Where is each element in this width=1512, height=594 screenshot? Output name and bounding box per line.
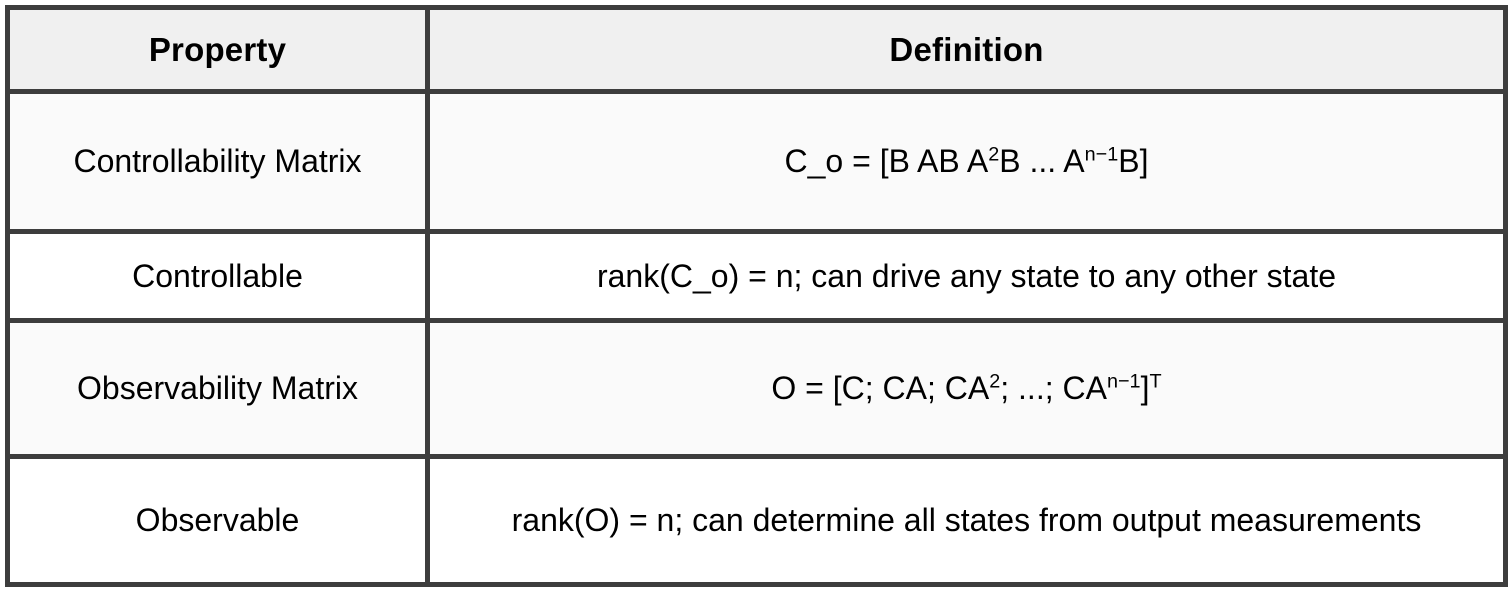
properties-table-container: Property Definition Controllability Matr… bbox=[5, 5, 1508, 587]
formula-controllability-tail: B] bbox=[1118, 143, 1149, 180]
properties-table: Property Definition Controllability Matr… bbox=[5, 5, 1508, 587]
formula-controllability-mid: B ... A bbox=[999, 143, 1085, 180]
table-row: Controllability Matrix C_o = [B AB A2B .… bbox=[5, 89, 1508, 234]
cell-property-controllable: Controllable bbox=[5, 229, 430, 323]
cell-definition-controllability-matrix: C_o = [B AB A2B ... An−1B] bbox=[425, 89, 1508, 234]
column-header-property: Property bbox=[5, 5, 430, 94]
formula-observability-sup-n-minus-1: n−1 bbox=[1106, 370, 1141, 393]
formula-controllability-lead: C_o = [B AB A bbox=[784, 143, 989, 180]
formula-observability-tail: ] bbox=[1140, 370, 1150, 407]
column-header-definition: Definition bbox=[425, 5, 1508, 94]
table-body: Controllability Matrix C_o = [B AB A2B .… bbox=[5, 89, 1508, 587]
cell-property-observability-matrix: Observability Matrix bbox=[5, 318, 430, 459]
formula-observability-sup-transpose: T bbox=[1149, 370, 1162, 393]
cell-definition-observability-matrix: O = [C; CA; CA2; ...; CAn−1]T bbox=[425, 318, 1508, 459]
table-row: Observability Matrix O = [C; CA; CA2; ..… bbox=[5, 318, 1508, 459]
formula-observability-sup-2: 2 bbox=[989, 370, 1001, 393]
cell-definition-controllable: rank(C_o) = n; can drive any state to an… bbox=[425, 229, 1508, 323]
table-row: Controllable rank(C_o) = n; can drive an… bbox=[5, 229, 1508, 323]
cell-definition-observable: rank(O) = n; can determine all states fr… bbox=[425, 454, 1508, 587]
formula-controllability-sup-2: 2 bbox=[988, 143, 1000, 166]
table-header-row: Property Definition bbox=[5, 5, 1508, 94]
formula-observability-lead: O = [C; CA; CA bbox=[771, 370, 990, 407]
cell-property-observable: Observable bbox=[5, 454, 430, 587]
table-row: Observable rank(O) = n; can determine al… bbox=[5, 454, 1508, 587]
cell-property-controllability-matrix: Controllability Matrix bbox=[5, 89, 430, 234]
formula-observability-mid: ; ...; CA bbox=[1000, 370, 1107, 407]
formula-controllability-sup-n-minus-1: n−1 bbox=[1084, 143, 1119, 166]
table-header: Property Definition bbox=[5, 5, 1508, 94]
